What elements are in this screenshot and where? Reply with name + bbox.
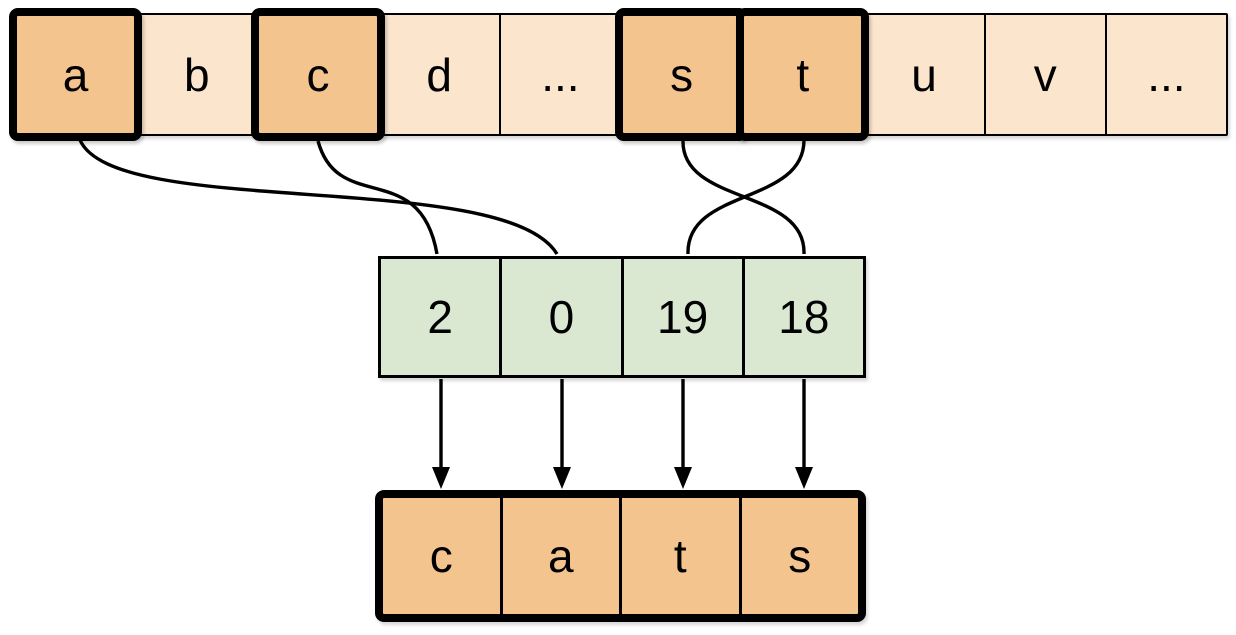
alphabet-cell-s: s (615, 8, 749, 141)
alphabet-cell-d: d (377, 15, 499, 134)
alphabet-cell-b: b (135, 15, 256, 134)
index-cell-value: 0 (548, 291, 575, 343)
curve-t-to-index-19 (686, 139, 806, 255)
arrowhead-s (795, 467, 813, 489)
alphabet-cell-ellipsis-2: ... (1104, 15, 1226, 134)
index-array: 2 0 19 18 (378, 256, 866, 378)
alphabet-cell-label: ... (1147, 48, 1186, 101)
alphabet-array: a b c d ... s t u v ... (8, 8, 1228, 141)
alphabet-cell-c: c (251, 8, 385, 141)
alphabet-cell-u: u (862, 15, 983, 134)
index-cell-value: 19 (657, 291, 709, 343)
word-cell-c: c (383, 498, 500, 614)
alphabet-cell-label: a (62, 48, 89, 101)
word-cell-label: t (673, 530, 687, 582)
alphabet-cell-v: v (983, 15, 1105, 134)
index-cell-2: 2 (381, 259, 499, 375)
alphabet-cell-label: u (911, 48, 937, 101)
alphabet-cell-label: c (306, 48, 330, 101)
word-cell-a: a (499, 498, 620, 614)
curve-a-to-index-0 (78, 139, 559, 255)
index-cell-18: 18 (741, 259, 863, 375)
index-cell-19: 19 (620, 259, 742, 375)
arrowhead-t (674, 467, 692, 489)
word-array: c a t s (375, 490, 866, 622)
arrowhead-c (432, 467, 450, 489)
alphabet-cell-ellipsis-1: ... (498, 15, 620, 134)
index-cell-0: 0 (499, 259, 620, 375)
alphabet-cell-label: ... (541, 48, 580, 101)
alphabet-cell-label: t (796, 48, 810, 101)
word-cell-label: c (429, 530, 453, 582)
index-cell-value: 18 (778, 291, 830, 343)
word-cell-t: t (619, 498, 739, 614)
word-cell-label: s (788, 530, 812, 582)
alphabet-cell-label: d (426, 48, 452, 101)
alphabet-cell-label: s (670, 48, 694, 101)
arrowhead-a (553, 467, 571, 489)
index-cell-value: 2 (427, 291, 453, 343)
curve-c-to-index-2 (316, 140, 439, 255)
word-cell-s: s (738, 498, 859, 614)
word-cell-label: a (547, 530, 574, 582)
alphabet-cell-label: v (1033, 48, 1057, 101)
alphabet-cell-a: a (8, 8, 143, 141)
alphabet-cell-label: b (184, 48, 210, 101)
alphabet-cell-t: t (736, 8, 870, 141)
